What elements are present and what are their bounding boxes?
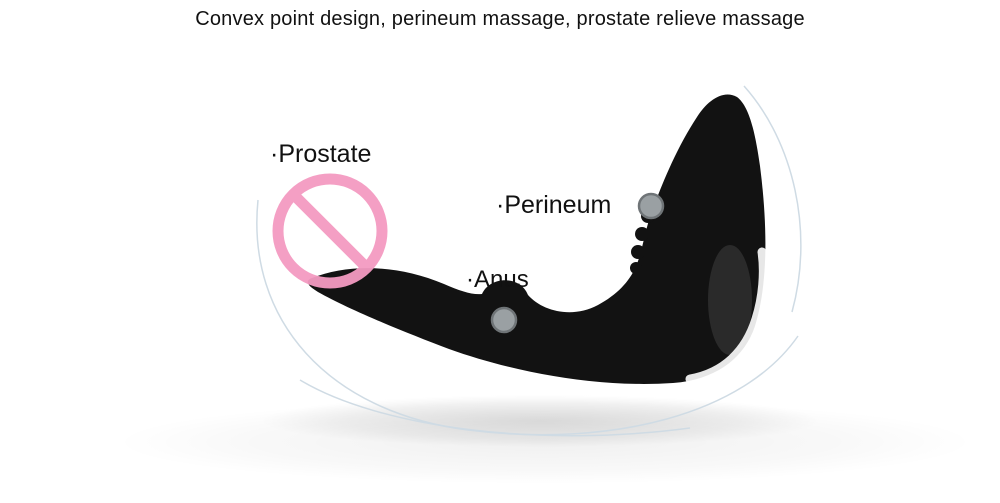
sheen bbox=[708, 245, 752, 355]
page-title: Convex point design, perineum massage, p… bbox=[195, 8, 805, 30]
anus-point-dot bbox=[490, 306, 518, 334]
no-prohibition-icon bbox=[272, 173, 388, 289]
massage-points bbox=[490, 192, 665, 334]
label-prostate: ·Prostate bbox=[270, 140, 372, 168]
floor-shadow bbox=[260, 395, 820, 447]
decor-arc-inner bbox=[299, 379, 691, 437]
decor-arc-right bbox=[743, 85, 802, 313]
prohibition-slash bbox=[289, 190, 371, 272]
label-perineum: ·Perineum bbox=[496, 191, 612, 219]
gloss-highlight bbox=[685, 247, 768, 384]
massager-body-shape bbox=[307, 94, 766, 384]
perineum-point-dot bbox=[637, 192, 665, 220]
label-anus: ·Anus bbox=[466, 266, 529, 293]
prohibition-circle bbox=[272, 173, 388, 289]
